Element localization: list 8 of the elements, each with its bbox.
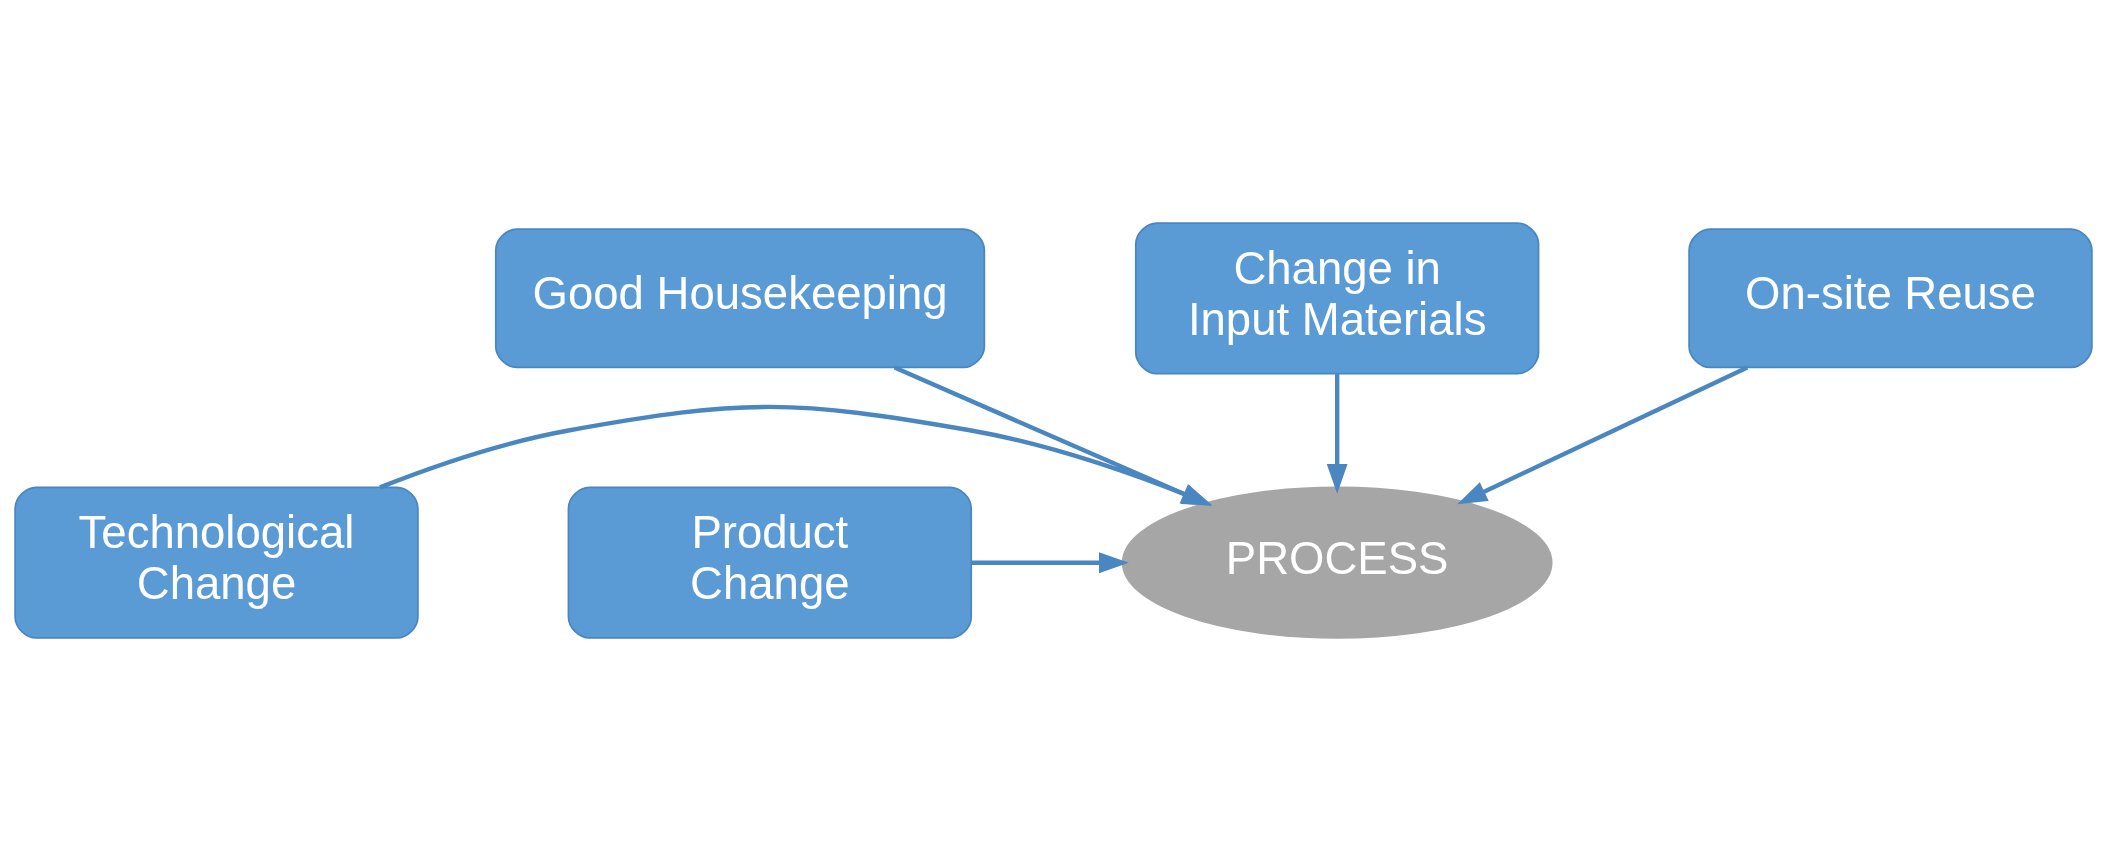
- node-box: Technological Change: [14, 486, 419, 639]
- arrow: [971, 552, 1129, 574]
- node-box: Good Housekeeping: [494, 228, 986, 369]
- arrow: [1457, 365, 1749, 505]
- node-box: Product Change: [567, 486, 973, 639]
- arrow: [1326, 374, 1348, 494]
- node-box: On-site Reuse: [1688, 228, 2093, 369]
- node-box: Change in Input Materials: [1134, 222, 1540, 375]
